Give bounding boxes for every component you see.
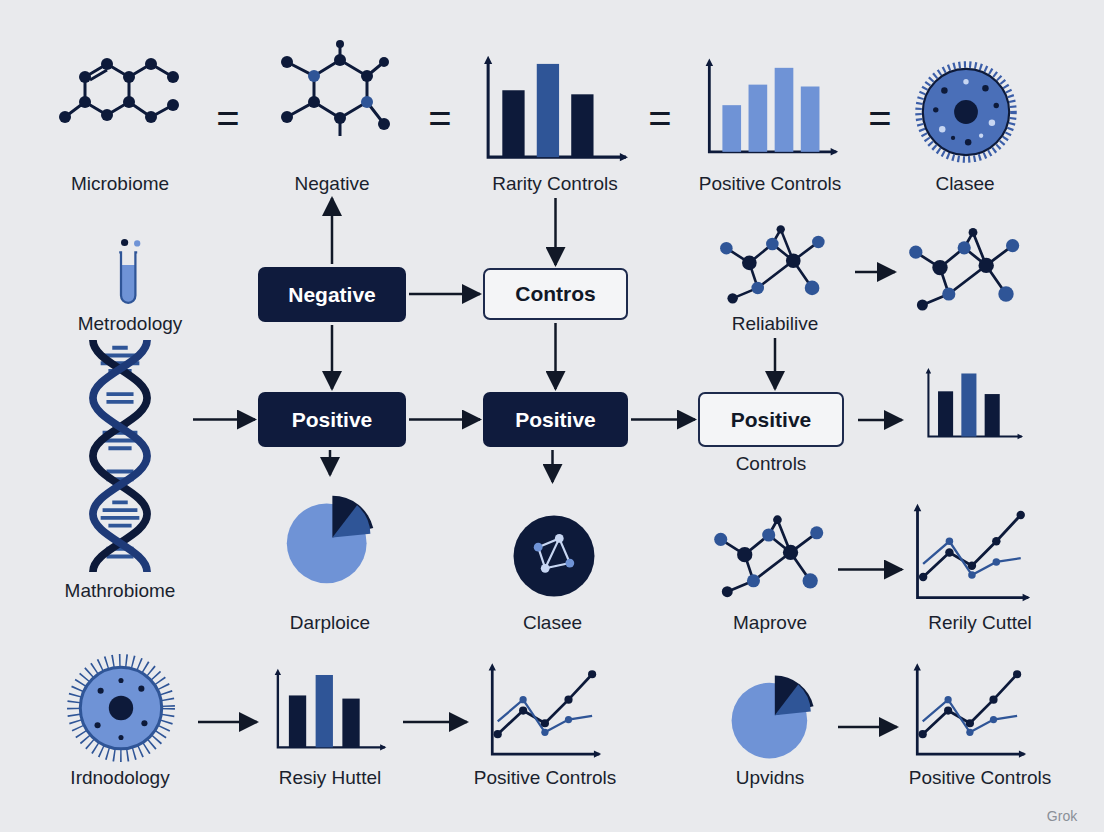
molecule-icon — [281, 40, 390, 136]
network-icon — [909, 228, 1019, 311]
process-box: Positive — [483, 392, 628, 447]
line-chart-icon — [914, 504, 1030, 602]
node-text: Maprove — [733, 612, 807, 634]
line-chart-icon — [914, 663, 1027, 757]
icon-caption: Irdnodology — [45, 655, 195, 789]
network-icon — [714, 515, 823, 597]
arrow-connector — [403, 721, 467, 724]
equals-sign: = — [216, 96, 239, 141]
icon-caption: Clasee — [490, 485, 615, 634]
icon-caption: Positive Controls — [470, 655, 620, 789]
node-subtext: Controls — [736, 453, 807, 475]
node-text: Positive — [731, 408, 812, 432]
circle-icon — [514, 516, 595, 597]
equals-sign: = — [648, 96, 671, 141]
arrow-connector — [409, 418, 480, 421]
cell-icon — [918, 64, 1013, 159]
bar-chart-icon — [484, 56, 628, 161]
node-text: Positive — [292, 408, 373, 432]
node-text: Darploice — [290, 612, 370, 634]
molecule-icon — [59, 58, 179, 123]
icon-caption: Upvidns — [705, 665, 835, 789]
icon-caption: Positive Controls — [900, 655, 1060, 789]
icon-caption: Rerily Cuttel — [905, 500, 1055, 634]
arrow-connector — [838, 568, 902, 571]
arrow-connector — [331, 198, 334, 264]
network-icon — [720, 225, 825, 303]
node-text: Positive Controls — [699, 173, 842, 195]
icon-caption: Microbiome — [50, 50, 190, 195]
arrow-connector — [838, 726, 897, 729]
dna-icon — [93, 340, 147, 572]
line-chart-icon — [489, 663, 602, 757]
arrow-connector — [331, 325, 334, 389]
equals-sign: = — [428, 96, 451, 141]
node-text: Metrodology — [78, 313, 183, 335]
node-text: Positive Controls — [474, 767, 617, 789]
icon-caption: Positive Controls — [690, 50, 850, 195]
process-box: Contros — [483, 268, 628, 320]
arrow-connector — [554, 198, 557, 265]
icon-caption: Mathrobiome — [50, 340, 190, 602]
cell-icon — [74, 661, 168, 755]
watermark: Grok — [1047, 808, 1077, 824]
arrow-connector — [193, 418, 255, 421]
node-text: Reliabilive — [732, 313, 819, 335]
node-text: Resiy Huttel — [279, 767, 381, 789]
node-text: Upvidns — [736, 767, 805, 789]
icon-caption: Metrodology — [60, 235, 200, 335]
arrow — [855, 271, 895, 274]
arrow-connector — [198, 721, 257, 724]
node-text: Irdnodology — [70, 767, 169, 789]
node-text: Positive — [515, 408, 596, 432]
arrow-connector — [551, 450, 554, 482]
icon-caption: Negative — [262, 40, 402, 195]
node-text: Negative — [295, 173, 370, 195]
arrow-connector — [774, 338, 777, 389]
icon-caption: Darploice — [270, 478, 390, 634]
process-box: PositiveControls — [698, 392, 844, 447]
pie-chart-icon — [732, 676, 814, 759]
arrow-connector — [329, 450, 332, 475]
node-text: Rerily Cuttel — [928, 612, 1031, 634]
icon-caption: Reliabilive — [710, 220, 840, 335]
icon-caption: Clasee — [900, 50, 1030, 195]
process-box: Negative — [258, 267, 406, 322]
equals-sign: = — [868, 96, 891, 141]
arrow-connector — [409, 293, 480, 296]
node-text: Contros — [515, 282, 596, 306]
node-text: Clasee — [935, 173, 994, 195]
bar-chart-icon — [926, 368, 1023, 439]
node-text: Mathrobiome — [65, 580, 176, 602]
arrow — [858, 419, 902, 422]
bar-chart-icon — [275, 669, 387, 751]
node-text: Positive Controls — [909, 767, 1052, 789]
node-text: Microbiome — [71, 173, 169, 195]
process-box: Positive — [258, 392, 406, 447]
node-text: Negative — [288, 283, 376, 307]
arrow-connector — [554, 323, 557, 389]
node-text: Clasee — [523, 612, 582, 634]
bar-chart-icon — [706, 59, 839, 156]
arrow-connector — [631, 418, 695, 421]
icon-caption: Rarity Controls — [470, 50, 640, 195]
icon-caption: Resiy Huttel — [260, 655, 400, 789]
icon-caption: Maprove — [705, 505, 835, 634]
pie-chart-icon — [287, 496, 373, 583]
node-text: Rarity Controls — [492, 173, 618, 195]
test-tube-icon — [119, 239, 140, 303]
